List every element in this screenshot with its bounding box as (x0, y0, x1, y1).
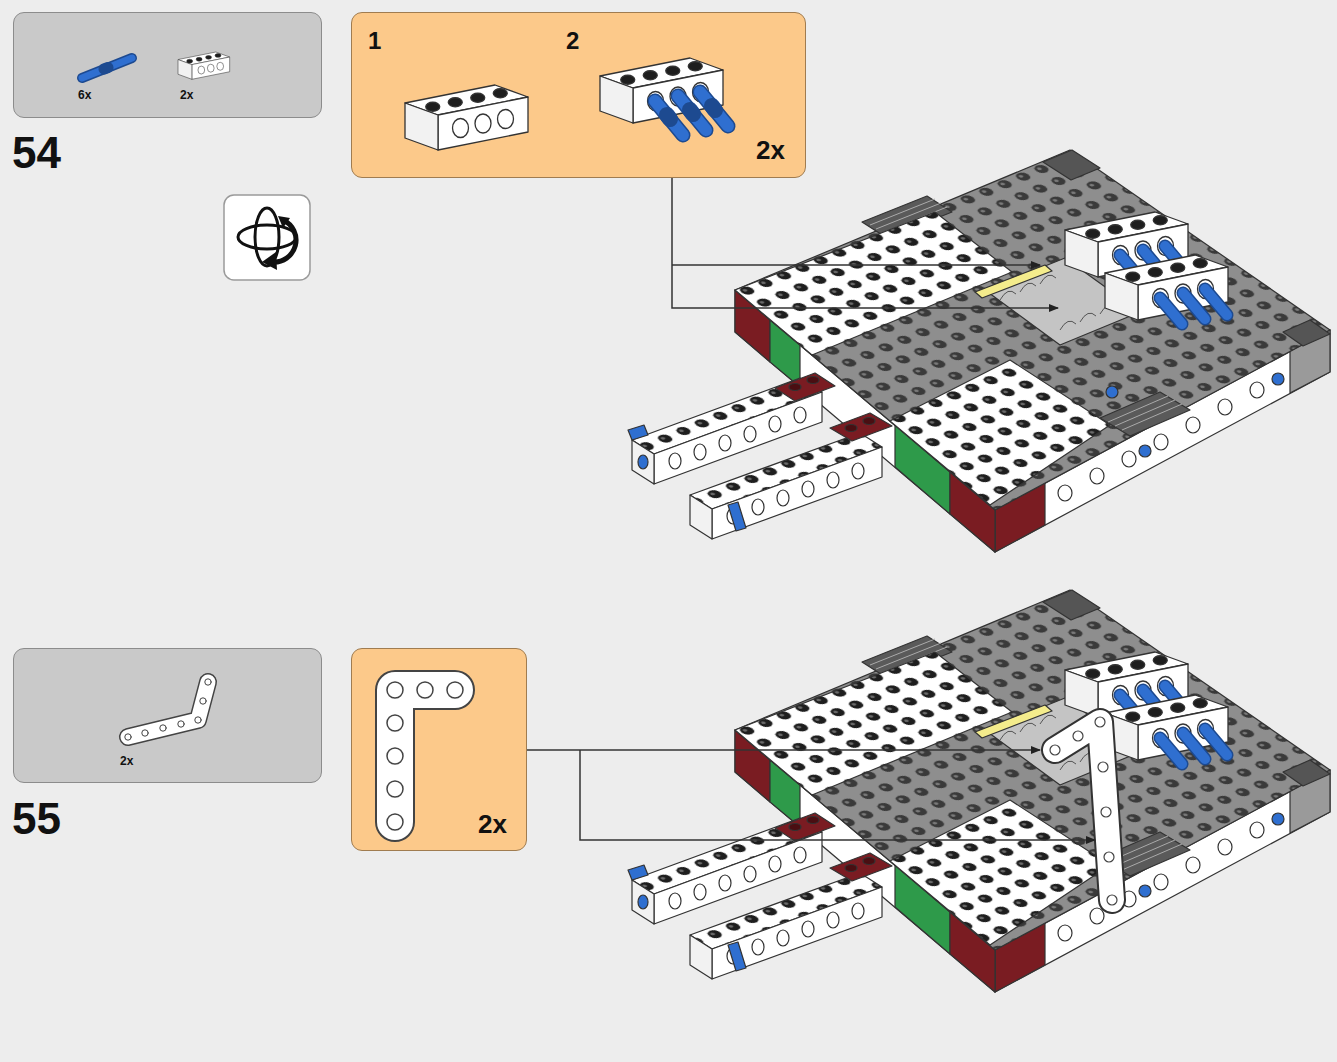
l-beam-placed (1073, 731, 1083, 741)
step-number: 55 (12, 797, 61, 841)
leader-line (527, 749, 1040, 751)
model-step-55 (628, 590, 1330, 992)
l-beam-placed (1101, 807, 1111, 817)
l-beam-placed (1055, 722, 1112, 900)
model-step-54 (628, 150, 1330, 552)
parts-list-box: 6x 2x (13, 12, 322, 118)
rotate-icon (224, 195, 310, 280)
l-beam-placed (1107, 895, 1117, 905)
l-beam-placed (1050, 717, 1117, 905)
leader-line (527, 178, 1095, 840)
l-beam-placed (1104, 852, 1114, 862)
leader-line (580, 750, 1095, 840)
step-number: 54 (12, 131, 61, 175)
l-beam-placed (1050, 745, 1060, 755)
sub-step-number: 2 (566, 29, 579, 53)
leader-line (672, 178, 1058, 308)
part-quantity: 6x (78, 89, 91, 101)
sub-assembly-callout: 1 2 2x (351, 12, 806, 178)
l-beam-placed (1095, 717, 1105, 727)
rotate-icon (224, 195, 310, 280)
rotate-icon (238, 225, 296, 249)
l-beam-placed (1055, 722, 1112, 900)
l-beam-placed (1098, 762, 1108, 772)
part-quantity: 2x (180, 89, 193, 101)
l-beam-placed (1050, 717, 1117, 905)
sub-assembly-callout: 2x (351, 648, 527, 851)
repeat-count: 2x (478, 811, 507, 837)
rotate-icon (262, 252, 277, 270)
part-quantity: 2x (120, 755, 133, 767)
repeat-count: 2x (756, 137, 785, 163)
rotate-icon (278, 216, 290, 228)
parts-list-box: 2x (13, 648, 322, 783)
leader-line (672, 264, 1040, 266)
sub-step-number: 1 (368, 29, 381, 53)
